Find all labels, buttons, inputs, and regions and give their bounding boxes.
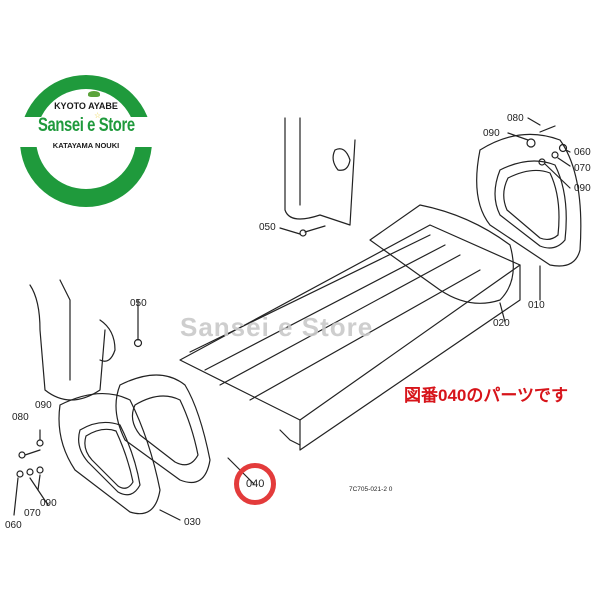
part-label-090-left-bottom: 090	[40, 498, 57, 509]
part-label-050-left: 050	[130, 298, 147, 309]
part-label-040: 040	[246, 478, 265, 490]
plate-040	[115, 374, 211, 484]
part-label-090-right-bottom: 090	[574, 183, 591, 194]
part-label-050-top: 050	[259, 222, 276, 233]
part-label-020: 020	[493, 318, 510, 329]
logo-band	[14, 117, 164, 147]
highlight-ring	[234, 463, 276, 505]
logo-store-name: Sansei e Store	[38, 115, 135, 136]
leaf-icon	[88, 91, 100, 97]
store-logo: KYOTO AYABE ☆ Sansei e Store KATAYAMA NO…	[14, 75, 164, 207]
part-label-060-left: 060	[5, 520, 22, 531]
part-label-080-left: 080	[12, 412, 29, 423]
part-label-030: 030	[184, 517, 201, 528]
watermark-text: Sansei e Store	[180, 312, 374, 342]
star-icon: ☆	[94, 111, 102, 120]
cover-020	[369, 204, 514, 304]
part-label-070-right: 070	[574, 163, 591, 174]
part-label-070-left: 070	[24, 508, 41, 519]
part-label-090-left-top: 090	[35, 400, 52, 411]
part-label-090-right-top: 090	[483, 128, 500, 139]
drawing-number: 7C705-021-2 0	[349, 486, 393, 493]
part-label-010: 010	[528, 300, 545, 311]
logo-top-text: KYOTO AYABE	[54, 101, 118, 111]
callout-text: 図番040のパーツです	[404, 386, 569, 405]
logo-bottom-text: KATAYAMA NOUKI	[52, 141, 120, 150]
side-plate-010	[476, 133, 582, 267]
part-label-060-right: 060	[574, 147, 591, 158]
part-label-080-right: 080	[507, 113, 524, 124]
plate-030	[58, 392, 161, 515]
